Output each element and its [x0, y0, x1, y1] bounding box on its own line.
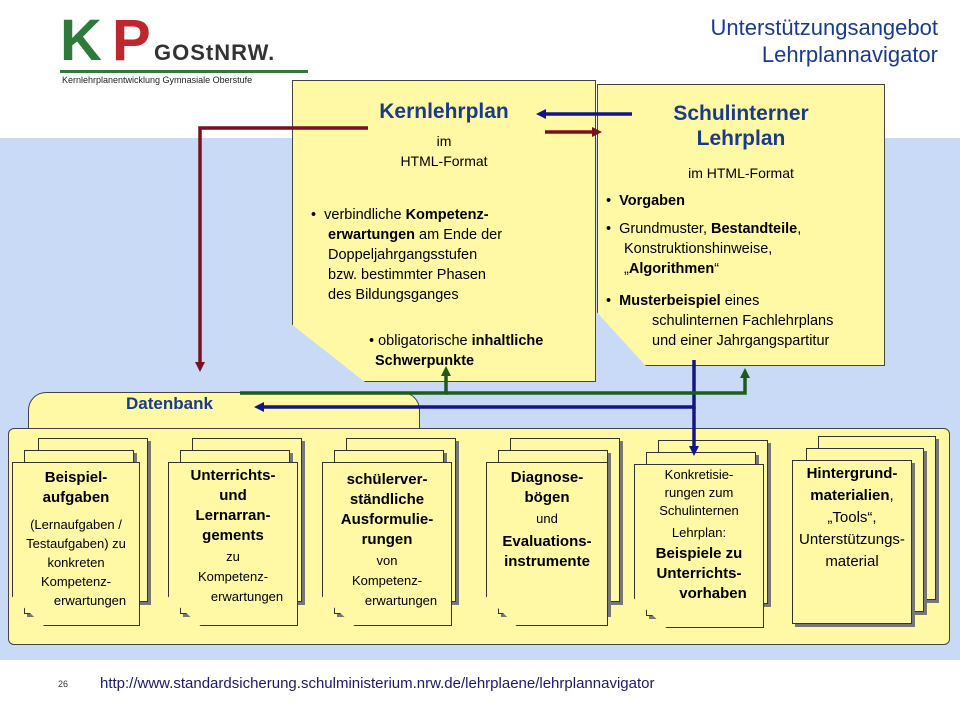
card-diagnoseboegen[interactable]: Diagnose- bögen und Evaluations- instrum…: [486, 462, 608, 626]
c5-l1: Konkretisie-: [664, 467, 734, 482]
footer-url-link[interactable]: http://www.standardsicherung.schulminist…: [100, 675, 655, 692]
c2-l2: und: [219, 487, 247, 504]
c2-l6: Kompetenz-: [197, 569, 269, 584]
kernlehrplan-note: Kernlehrplan im HTML-Format • verbindlic…: [292, 80, 596, 382]
si-b1: Vorgaben: [619, 193, 685, 209]
logo-subtitle: Kernlehrplanentwicklung Gymnasiale Obers…: [62, 75, 253, 85]
schulintern-bullet-3: • Musterbeispiel eines schulinternen Fac…: [606, 293, 834, 349]
kl-b1-l4: bzw. bestimmter Phasen: [328, 267, 486, 283]
si-b3-l2: schulinternen Fachlehrplans: [652, 313, 834, 329]
c6-l5: material: [825, 553, 879, 570]
kl-b1-rest1: am Ende der: [415, 227, 503, 243]
c1-l7: erwartungen: [53, 593, 127, 608]
c5-l6: Unterrichts-: [656, 565, 742, 582]
si-b2-l2: Konstruktionshinweise,: [624, 241, 773, 257]
schulintern-title-2: Lehrplan: [696, 127, 786, 150]
c5-l5: Beispiele zu: [655, 545, 743, 562]
schulintern-title-1: Schulinterner: [673, 102, 809, 125]
c4-l5: instrumente: [504, 553, 590, 570]
c1-l2: aufgaben: [42, 489, 110, 506]
c4-l2: bögen: [524, 489, 570, 506]
c5-l2: rungen zum: [664, 485, 734, 500]
kl-b1-l5: des Bildungsganges: [328, 287, 459, 303]
c6-l4: Unterstützungs-: [799, 531, 905, 548]
kernlehrplan-im: im: [436, 133, 452, 149]
c3-l5: von: [376, 553, 398, 568]
database-folder-tab: [28, 392, 420, 433]
schulintern-format: im HTML-Format: [688, 165, 794, 181]
c5-l4: Lehrplan:: [671, 525, 727, 540]
c3-l6: Kompetenz-: [351, 573, 423, 588]
c4-l4: Evaluations-: [502, 533, 592, 550]
card-beispielaufgaben[interactable]: Beispiel- aufgaben (Lernaufgaben / Testa…: [12, 462, 140, 626]
c1-l6: Kompetenz-: [40, 574, 112, 589]
kl-b1-pre: verbindliche: [324, 207, 406, 223]
kp-gost-logo: K P GOStNRW. Kernlehrplanentwicklung Gym…: [60, 8, 310, 85]
arrow-kernlehrplan-to-datenbank: [195, 126, 368, 372]
card-schuelerverstaendliche-ausformulierungen[interactable]: schülerver- ständliche Ausformulie- rung…: [322, 462, 452, 626]
logo-underline: [60, 70, 308, 73]
kl-b1-bold2: erwartungen: [328, 227, 416, 243]
logo-letter-k: K: [60, 8, 102, 73]
si-b2-bold: Bestandteile: [711, 221, 798, 237]
kernlehrplan-title: Kernlehrplan: [379, 100, 509, 123]
kl-b1-bold1: Kompetenz-: [405, 207, 489, 223]
c6-l2b: ,: [889, 487, 894, 504]
si-b2-post: ,: [797, 221, 802, 237]
si-b2-pre: Grundmuster,: [619, 221, 712, 237]
schulinterner-lehrplan-note: Schulinterner Lehrplan im HTML-Format • …: [597, 84, 885, 366]
card-hintergrundmaterialien[interactable]: Hintergrund- materialien, „Tools“, Unter…: [792, 460, 912, 624]
c2-l4: gements: [202, 527, 264, 544]
logo-gost-nrw: GOStNRW.: [154, 40, 276, 65]
database-label: Datenbank: [126, 394, 213, 413]
kernlehrplan-bullet-2: • obligatorische inhaltliche Schwerpunkt…: [369, 333, 544, 369]
schulintern-bullet-2: • Grundmuster, Bestandteile, Konstruktio…: [606, 221, 802, 277]
c2-l7: erwartungen: [210, 589, 284, 604]
arrow-schulintern-to-datenbank: [254, 360, 696, 412]
logo-letter-p: P: [112, 8, 151, 73]
c3-l2: ständliche: [349, 491, 425, 508]
schulintern-bullet-1: • Vorgaben: [606, 193, 685, 209]
slide-title-line-1: Unterstützungsangebot: [710, 15, 939, 40]
kl-b2-bold1: inhaltliche: [471, 333, 544, 349]
si-b3-l3: und einer Jahrgangspartitur: [652, 333, 830, 349]
c1-l5: konkreten: [47, 555, 105, 570]
c5-l7: vorhaben: [679, 585, 747, 602]
card-unterrichtsarrangements[interactable]: Unterrichts- und Lernarran- gements zu K…: [168, 462, 298, 626]
c3-l1: schülerver-: [346, 471, 428, 488]
c2-l3: Lernarran-: [195, 507, 271, 524]
c6-l1: Hintergrund-: [806, 465, 898, 482]
si-b2-l3-pre: „: [624, 261, 629, 277]
arrow-datenbank-to-kernlehrplan: [240, 366, 451, 395]
kl-b1-l3: Doppeljahrgangsstufen: [328, 247, 478, 263]
c5-l3: Schulinternen: [659, 503, 739, 518]
kl-b2-pre: obligatorische: [378, 333, 472, 349]
slide-title-line-2: Lehrplannavigator: [761, 42, 938, 67]
si-b3-bold: Musterbeispiel: [619, 293, 721, 309]
c1-l3: (Lernaufgaben /: [30, 517, 122, 532]
page-number: 26: [58, 679, 69, 689]
c4-l3: und: [536, 511, 558, 526]
c3-l7: erwartungen: [364, 593, 438, 608]
c2-l1: Unterrichts-: [190, 467, 276, 484]
kl-b2-bold2: Schwerpunkte: [375, 353, 475, 369]
c1-l4: Testaufgaben) zu: [26, 536, 126, 551]
c3-l3: Ausformulie-: [340, 511, 434, 528]
c2-l5: zu: [226, 549, 240, 564]
c1-l1: Beispiel-: [44, 469, 108, 486]
c4-l1: Diagnose-: [510, 469, 584, 486]
arrow-datenbank-to-schulintern: [446, 368, 750, 395]
card-konkretisierungen[interactable]: Konkretisie- rungen zum Schulinternen Le…: [634, 464, 764, 628]
si-b3-rest: eines: [720, 293, 760, 309]
kernlehrplan-format: HTML-Format: [400, 153, 488, 169]
si-b2-l3-post: “: [714, 261, 720, 277]
kernlehrplan-bullet-1: • verbindliche Kompetenz- erwartungen am…: [311, 207, 503, 303]
si-b2-l3-bold: Algorithmen: [628, 261, 715, 277]
c6-l2: materialien: [810, 487, 890, 504]
slide-title: Unterstützungsangebot Lehrplannavigator: [711, 14, 939, 68]
c3-l4: rungen: [361, 531, 413, 548]
c6-l3: „Tools“,: [827, 509, 877, 526]
